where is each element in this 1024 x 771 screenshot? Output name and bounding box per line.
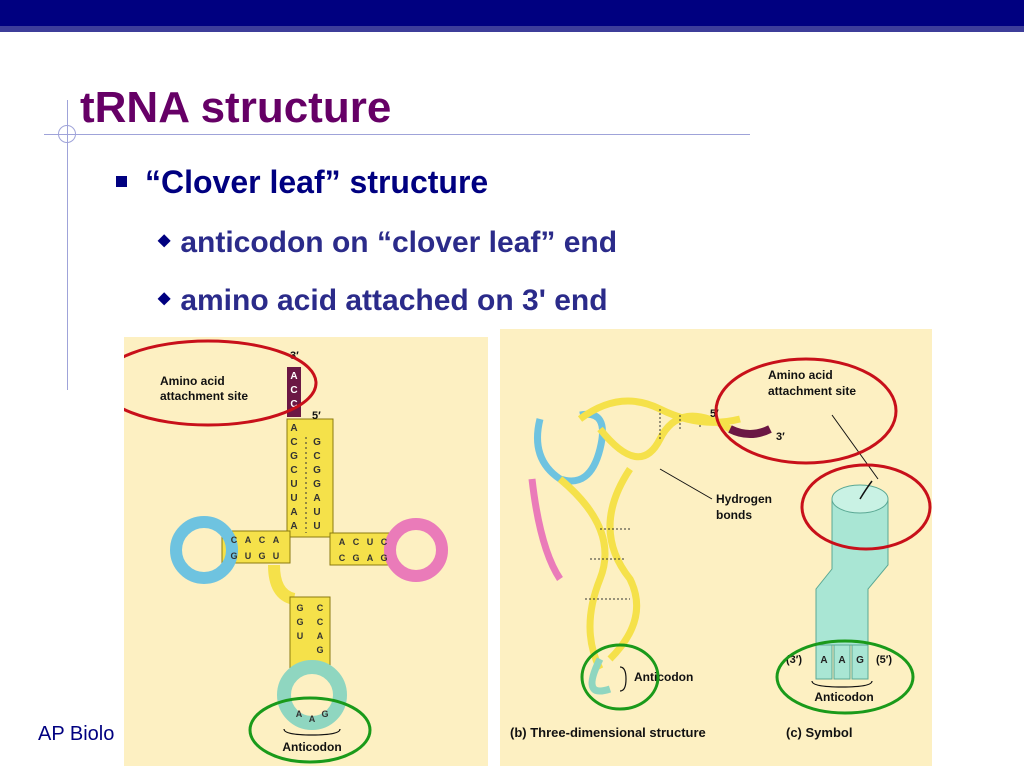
stem-base: A — [313, 493, 320, 504]
acc-base-2: C — [290, 385, 297, 396]
svg-text:A: A — [273, 535, 280, 545]
svg-text:G: G — [296, 617, 303, 627]
symbol-amino-line1: Amino acid — [768, 368, 833, 382]
svg-text:C: C — [339, 553, 346, 563]
three-prime-label: 3′ — [290, 350, 299, 362]
anticodon-green-circle — [248, 696, 372, 764]
bullet-3-text: amino acid attached on 3' end — [180, 284, 608, 317]
symbol-base-3: G — [856, 655, 864, 666]
three-prime-3d: 3′ — [776, 431, 785, 443]
symbol-top-red-circle — [800, 463, 932, 551]
symbol-base-2: A — [838, 655, 845, 666]
anticodon-base-1: A — [296, 709, 303, 719]
symbol-anticodon-green-circle — [775, 639, 915, 715]
stem-base: A — [290, 507, 297, 518]
structure-diagram: 5′ 3′ Hydrogen bonds Anticodon (b) Three… — [510, 357, 932, 740]
crosshair-ring — [58, 125, 76, 143]
svg-text:C: C — [353, 537, 360, 547]
caption-symbol: (c) Symbol — [786, 725, 852, 740]
five-prime-3d: 5′ — [710, 408, 719, 420]
amino-label-line1: Amino acid — [160, 374, 225, 388]
svg-text:U: U — [245, 551, 252, 561]
svg-text:U: U — [367, 537, 374, 547]
stem-base: A — [290, 423, 297, 434]
hydrogen-label-line1: Hydrogen — [716, 492, 772, 506]
bullet-1-text: “Clover leaf” structure — [145, 164, 489, 200]
anticodon-base-2: A — [309, 714, 316, 724]
cloverleaf-diagram: A C C A C G C U U A A G C G G A U U 3′ 5… — [98, 339, 448, 764]
symbol-right-end: (5′) — [876, 654, 892, 666]
anticodon-label: Anticodon — [282, 740, 341, 754]
stem-base: C — [313, 451, 320, 462]
hydrogen-label-line2: bonds — [716, 508, 752, 522]
svg-text:A: A — [245, 535, 252, 545]
caption-3d: (b) Three-dimensional structure — [510, 725, 706, 740]
stem-base: G — [290, 451, 298, 462]
svg-text:C: C — [231, 535, 238, 545]
cloverleaf-panel: A C C A C G C U U A A G C G G A U U 3′ 5… — [98, 337, 488, 766]
top-banner-stripe — [0, 26, 1024, 32]
bullet-1: “Clover leaf” structure — [116, 166, 488, 198]
svg-text:A: A — [317, 631, 324, 641]
diamond-bullet-icon: ◆ — [158, 290, 171, 308]
svg-text:G: G — [352, 553, 359, 563]
stem-base: U — [313, 521, 320, 532]
stem-base: C — [290, 437, 297, 448]
svg-text:C: C — [259, 535, 266, 545]
bullet-3: ◆ amino acid attached on 3' end — [158, 286, 608, 316]
stem-base: A — [290, 521, 297, 532]
stem-base: C — [290, 465, 297, 476]
symbol-amino-line2: attachment site — [768, 384, 856, 398]
symbol-base-1: A — [820, 655, 827, 666]
acc-base-3: C — [290, 399, 297, 410]
stem-base: U — [290, 493, 297, 504]
svg-text:G: G — [258, 551, 265, 561]
bullet-2: ◆ anticodon on “clover leaf” end — [158, 228, 617, 258]
svg-text:U: U — [273, 551, 280, 561]
svg-text:C: C — [381, 537, 388, 547]
svg-text:G: G — [230, 551, 237, 561]
anticodon-green-circle-3d — [580, 643, 660, 711]
svg-text:G: G — [380, 553, 387, 563]
square-bullet-icon — [116, 176, 127, 188]
stem-base: U — [313, 507, 320, 518]
acc-base-1: A — [290, 371, 297, 382]
anticodon-label-symbol: Anticodon — [814, 690, 873, 704]
svg-text:C: C — [317, 603, 324, 613]
stem-base: U — [290, 479, 297, 490]
svg-text:G: G — [316, 645, 323, 655]
amino-site-red-circle-3d — [714, 357, 898, 465]
anticodon-label-3d: Anticodon — [634, 670, 693, 684]
svg-text:G: G — [296, 603, 303, 613]
title-rule — [44, 134, 750, 135]
top-banner — [0, 0, 1024, 26]
anticodon-base-3: G — [321, 709, 328, 719]
slide-title: tRNA structure — [80, 83, 392, 132]
amino-label-line2: attachment site — [160, 389, 248, 403]
stem-base: G — [313, 479, 321, 490]
structure-panel: 5′ 3′ Hydrogen bonds Anticodon (b) Three… — [500, 329, 932, 766]
svg-text:C: C — [317, 617, 324, 627]
five-prime-label: 5′ — [312, 410, 321, 422]
svg-text:A: A — [367, 553, 374, 563]
diamond-bullet-icon: ◆ — [158, 232, 171, 250]
svg-text:U: U — [297, 631, 304, 641]
left-rule — [67, 100, 68, 390]
bullet-2-text: anticodon on “clover leaf” end — [180, 226, 618, 259]
stem-base: G — [313, 437, 321, 448]
footer-text: AP Biolo — [38, 723, 115, 745]
svg-text:A: A — [339, 537, 346, 547]
stem-base: G — [313, 465, 321, 476]
